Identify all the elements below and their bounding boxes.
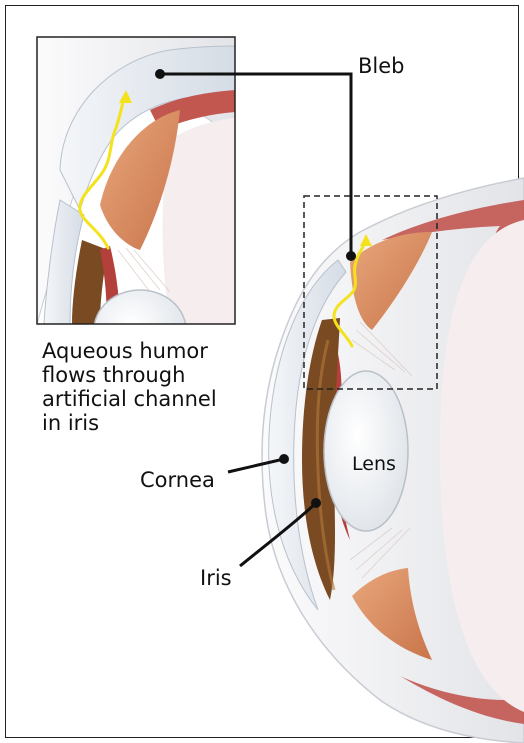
lens-label: Lens [352,452,396,476]
bleb-label: Bleb [358,54,405,78]
lens [324,371,408,531]
cornea-dot [279,454,289,464]
bleb-inset-dot [155,69,165,79]
aqueous-humor-caption: Aqueous humor flows through artificial c… [42,339,217,435]
bleb-main-dot [346,251,356,261]
iris-dot [311,498,321,508]
iris-label: Iris [200,566,232,590]
cornea-label: Cornea [140,468,215,492]
inset-detail [37,37,235,370]
